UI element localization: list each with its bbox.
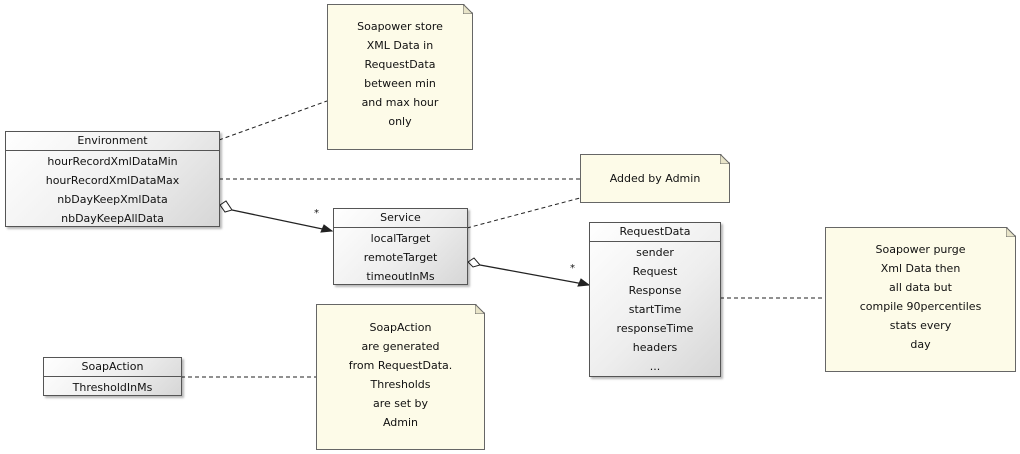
attribute: Response: [628, 284, 682, 297]
association-service-requestdata: [479, 264, 590, 286]
note-line: stats every: [889, 319, 952, 332]
note-line: are set by: [372, 397, 429, 410]
note-line: compile 90percentiles: [859, 300, 982, 313]
attribute: localTarget: [370, 232, 431, 245]
note-line: all data but: [889, 281, 952, 294]
attribute: timeoutInMs: [366, 270, 435, 283]
attribute: ThresholdInMs: [72, 381, 153, 394]
note-line: between min: [364, 77, 436, 90]
note-anchor-service-added-by-admin: [466, 197, 581, 229]
note-line: are generated: [361, 340, 440, 353]
aggregation-diamond-environment: [219, 200, 233, 213]
note-line: Admin: [382, 416, 419, 429]
class-name: SoapAction: [44, 358, 181, 377]
class-name: Environment: [6, 132, 219, 151]
attribute: nbDayKeepXmlData: [57, 193, 168, 206]
note-line: day: [910, 338, 931, 351]
attribute: headers: [632, 341, 678, 354]
attribute: remoteTarget: [363, 251, 438, 264]
note-fold-icon: [463, 4, 473, 14]
attribute: sender: [636, 246, 674, 259]
note-line: Thresholds: [370, 378, 431, 391]
note-purge: Soapower purge Xml Data then all data bu…: [825, 227, 1016, 372]
aggregation-diamond-service: [467, 257, 481, 268]
association-environment-service: [231, 209, 333, 232]
class-requestdata: RequestData sender Request Response star…: [589, 222, 721, 377]
class-soapaction: SoapAction ThresholdInMs: [43, 357, 182, 396]
attribute: ...: [649, 360, 661, 373]
attribute: hourRecordXmlDataMax: [45, 174, 180, 187]
note-line: from RequestData.: [348, 359, 453, 372]
note-line: Xml Data then: [880, 262, 961, 275]
attribute: nbDayKeepAllData: [61, 212, 164, 225]
multiplicity-label: *: [570, 263, 575, 274]
note-added-by-admin: Added by Admin: [580, 154, 730, 203]
note-anchor-xml-storage: [218, 100, 328, 141]
attribute: startTime: [628, 303, 682, 316]
note-line: Added by Admin: [609, 172, 701, 185]
arrowhead-service: [320, 224, 334, 233]
class-name: RequestData: [590, 223, 720, 242]
note-line: Soapower store: [357, 20, 443, 33]
note-line: and max hour: [361, 96, 439, 109]
note-line: RequestData: [364, 58, 436, 71]
class-environment: Environment hourRecordXmlDataMin hourRec…: [5, 131, 220, 227]
note-line: only: [388, 115, 412, 128]
note-soap-action-info: SoapAction are generated from RequestDat…: [316, 304, 485, 450]
multiplicity-label: *: [314, 208, 319, 219]
note-line: Soapower purge: [875, 243, 966, 256]
attribute: Request: [632, 265, 678, 278]
note-xml-storage: Soapower store XML Data in RequestData b…: [327, 4, 473, 150]
class-name: Service: [334, 209, 467, 228]
note-line: XML Data in: [366, 39, 434, 52]
arrowhead-requestdata: [577, 278, 591, 287]
note-line: SoapAction: [369, 321, 432, 334]
note-fold-icon: [1006, 227, 1016, 237]
attribute: hourRecordXmlDataMin: [47, 155, 178, 168]
note-fold-icon: [475, 304, 485, 314]
attribute: responseTime: [616, 322, 694, 335]
note-fold-icon: [720, 154, 730, 164]
class-service: Service localTarget remoteTarget timeout…: [333, 208, 468, 285]
